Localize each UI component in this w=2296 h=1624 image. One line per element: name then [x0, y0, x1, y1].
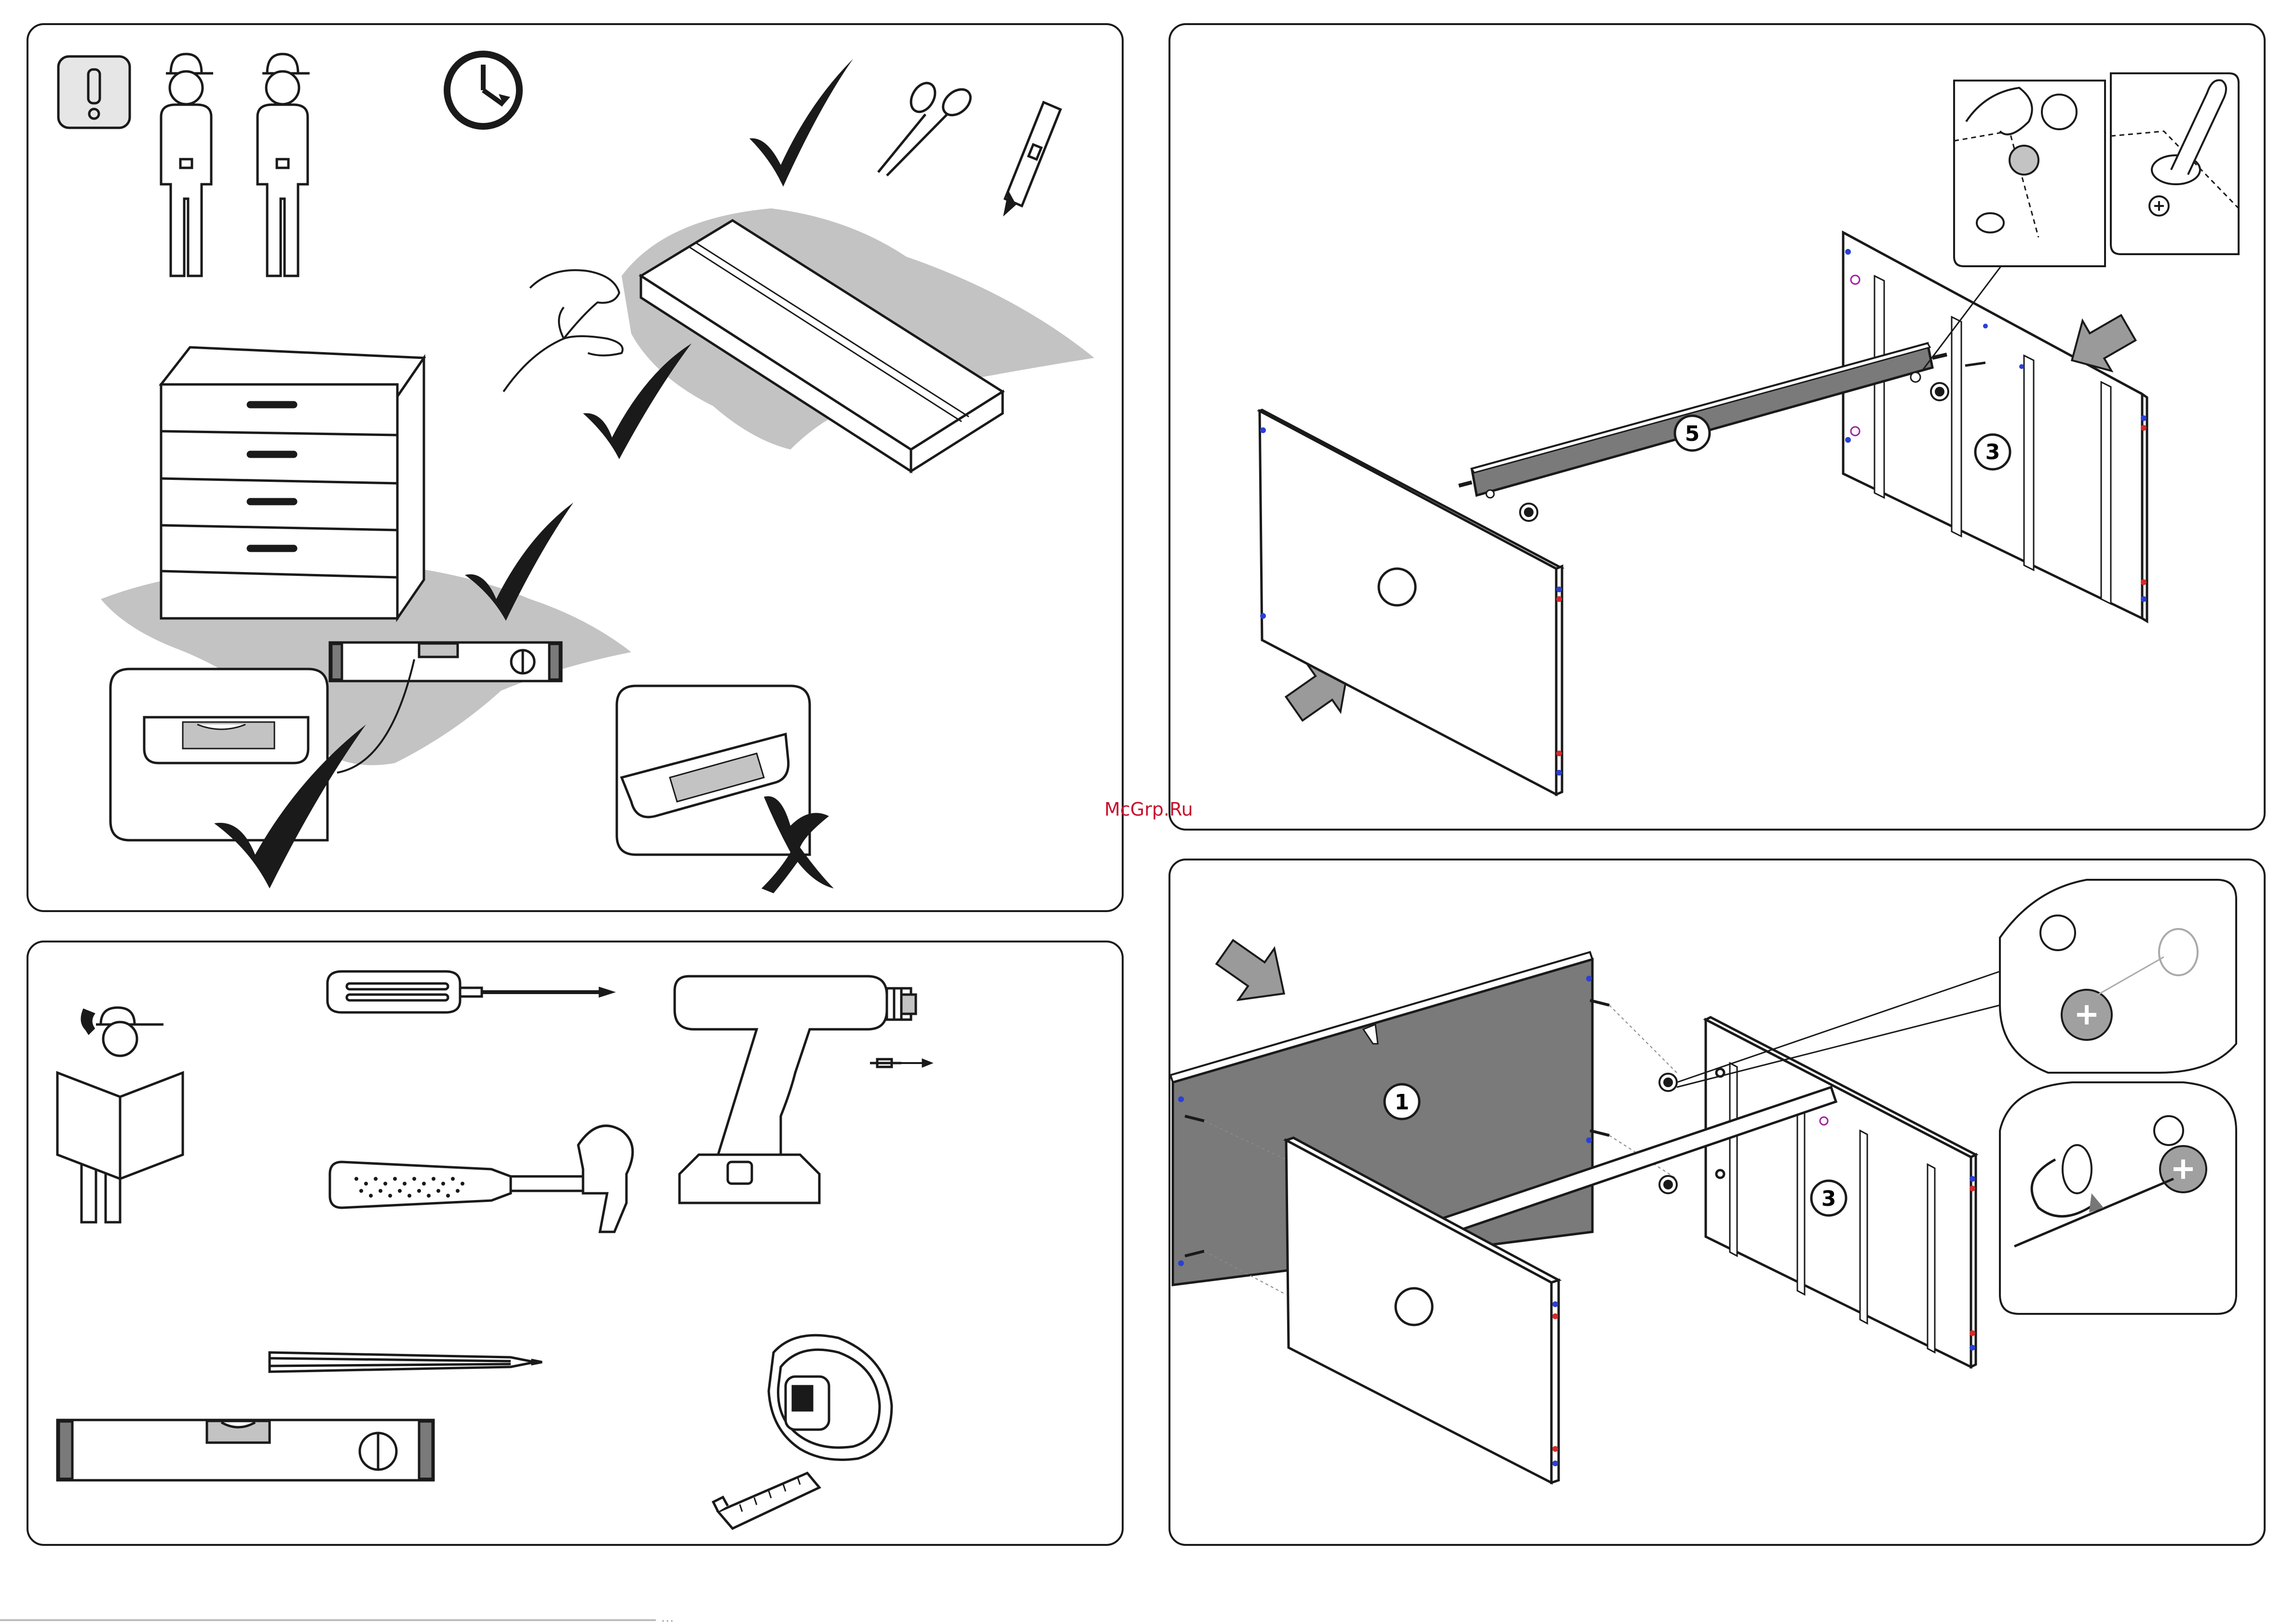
assembly-step-b-panel: 1	[1168, 859, 2266, 1546]
part-label-5: 5	[1685, 422, 1700, 446]
arrow-icon	[1207, 927, 1302, 1020]
drill-icon	[675, 976, 930, 1203]
screwdriver-icon	[327, 971, 612, 1012]
detail-zoom-screwdriver	[2000, 1082, 2236, 1314]
tools-illustration	[28, 942, 1124, 1546]
hammer-icon	[330, 1126, 633, 1232]
dresser-icon	[161, 347, 424, 618]
step-a-illustration: 3 5	[1170, 25, 2266, 831]
preparation-panel	[27, 23, 1124, 912]
spirit-level-icon	[57, 1420, 434, 1480]
detail-zoom-cam	[1954, 81, 2105, 266]
checkmark-icon	[749, 59, 853, 187]
footer-divider	[0, 1619, 656, 1621]
detail-zoom-screwdriver	[2111, 73, 2239, 254]
spirit-level-icon	[330, 642, 561, 681]
checkmark-icon	[583, 343, 692, 459]
side-panel-3	[1843, 232, 2147, 621]
part-label-3: 3	[1985, 440, 2000, 464]
warning-icon	[58, 56, 130, 128]
pencil-icon	[270, 1352, 542, 1372]
utility-knife-icon	[1005, 102, 1060, 213]
footer-text: • • •	[662, 1619, 673, 1624]
clock-icon	[447, 54, 519, 126]
scissors-icon	[878, 79, 976, 176]
hand-icon	[503, 270, 623, 392]
two-person-icon	[161, 54, 310, 276]
watermark: McGrp.Ru	[1104, 799, 1193, 820]
detail-zoom-cam-turn	[2000, 880, 2236, 1073]
assembly-step-a-panel: 3 5	[1168, 23, 2266, 831]
part-label-3: 3	[1821, 1187, 1836, 1211]
preparation-illustration	[28, 25, 1124, 912]
part-label-1: 1	[1395, 1090, 1410, 1115]
step-b-illustration: 1	[1170, 860, 2266, 1546]
tape-measure-icon	[713, 1335, 892, 1528]
tools-panel	[27, 941, 1124, 1546]
call-support-icon	[57, 1008, 183, 1222]
